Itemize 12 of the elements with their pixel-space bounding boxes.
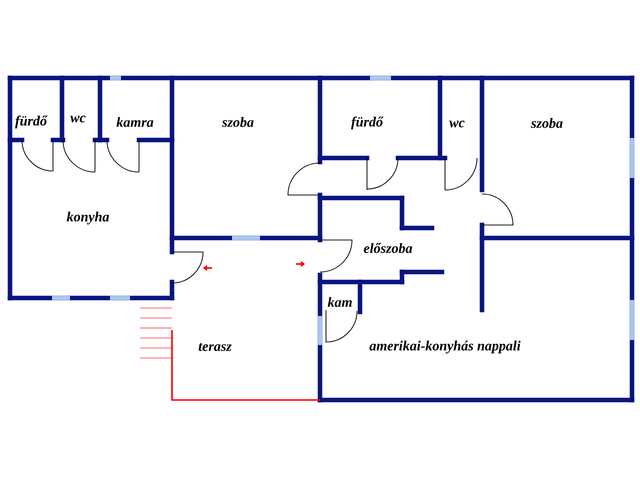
room-label: kam xyxy=(328,297,352,307)
room-label: szoba xyxy=(530,118,563,128)
room-label: terasz xyxy=(198,342,232,352)
room-label: kamra xyxy=(116,117,154,127)
room-label: wc xyxy=(70,116,86,122)
room-label: wc xyxy=(449,120,465,128)
room-label: előszoba xyxy=(364,242,412,254)
room-label: amerikai-konyhás nappali xyxy=(370,340,521,354)
room-label: szoba xyxy=(222,117,254,127)
room-label: fürdő xyxy=(351,116,384,130)
room-label: konyha xyxy=(66,212,110,224)
room-label: fürdő xyxy=(15,116,48,128)
